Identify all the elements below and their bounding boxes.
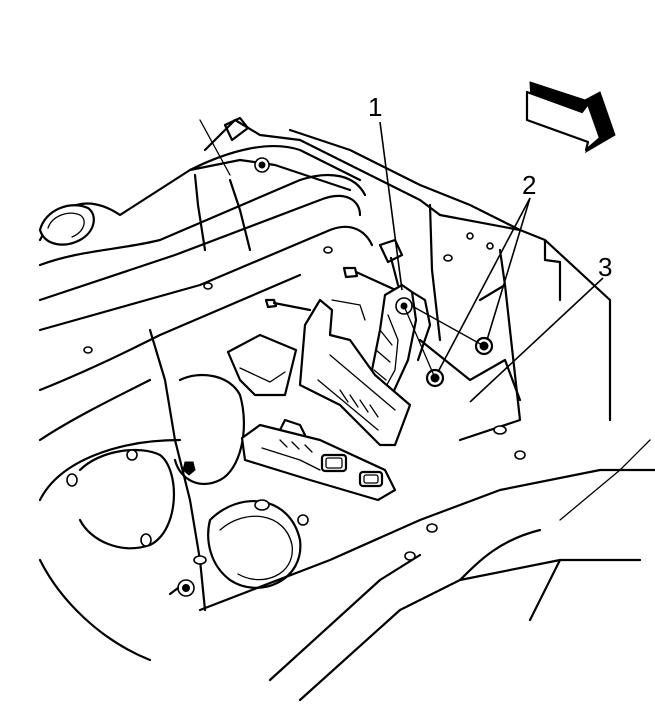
mounting-bolts xyxy=(264,238,404,312)
electronic-module-assembly xyxy=(226,298,412,502)
module-bracket xyxy=(370,283,432,397)
callout-leaders xyxy=(379,121,604,403)
rear-floor-area xyxy=(168,439,655,702)
callout-3: 3 xyxy=(598,252,612,282)
inner-quarter-panel xyxy=(38,328,309,662)
rear-bulkhead-panel xyxy=(418,203,612,460)
callout-1: 1 xyxy=(368,92,382,122)
front-direction-arrow-icon xyxy=(525,81,616,154)
callout-2: 2 xyxy=(522,170,536,200)
upper-body-structure xyxy=(38,116,522,442)
mounting-nuts xyxy=(403,305,494,388)
